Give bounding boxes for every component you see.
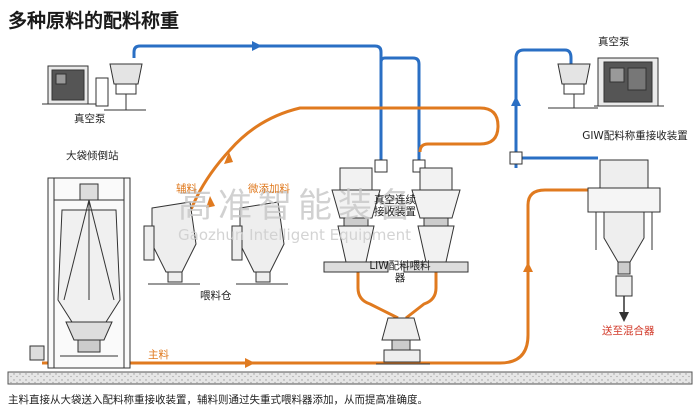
figure-caption: 主料直接从大袋送入配料称重接收装置，辅料则通过失重式喂料器添加，从而提高准确度。 xyxy=(8,394,428,406)
label-bulk-bag-station: 大袋倾倒站 xyxy=(66,150,119,162)
floor xyxy=(7,371,693,385)
label-to-mixer: 送至混合器 xyxy=(602,325,655,337)
label-giw-receiver: GIW配料称重接收装置 xyxy=(582,130,688,142)
liw-feeder xyxy=(376,317,430,365)
label-vacuum-receiver: 真空连续接收装置 xyxy=(374,194,416,218)
watermark-en: Gaozhun Intelligent Equipment xyxy=(178,226,412,244)
vacuum-pipes-right xyxy=(514,48,598,168)
feed-bin-aux xyxy=(143,201,200,285)
page-title: 多种原料的配料称重 xyxy=(8,10,180,32)
label-main-material: 主料 xyxy=(148,349,169,361)
label-micro-additive: 微添加料 xyxy=(248,183,290,195)
bulk-bag-station xyxy=(29,177,131,369)
giw-receiver xyxy=(587,159,661,297)
watermark-cn: 高准智能装备 xyxy=(178,186,418,226)
label-liw-feeder: LIW配料喂料器 xyxy=(369,260,431,284)
vacuum-pump-left xyxy=(42,63,146,111)
label-feed-bin: 喂料仓 xyxy=(200,290,232,302)
vacuum-pump-right xyxy=(548,57,664,109)
flow-arrows-orange xyxy=(206,152,533,368)
label-vacuum-pump-right: 真空泵 xyxy=(598,36,630,48)
vacuum-pipes-left xyxy=(132,44,421,165)
label-vacuum-pump-left: 真空泵 xyxy=(74,113,106,125)
label-aux-material: 辅料 xyxy=(176,183,197,195)
feed-bin-micro xyxy=(231,201,288,285)
vacuum-flow-arrow xyxy=(252,41,262,51)
vacuum-receiver-left xyxy=(323,167,389,273)
vacuum-flow-arrow-right xyxy=(511,96,521,106)
vacuum-receiver-right xyxy=(403,167,469,273)
